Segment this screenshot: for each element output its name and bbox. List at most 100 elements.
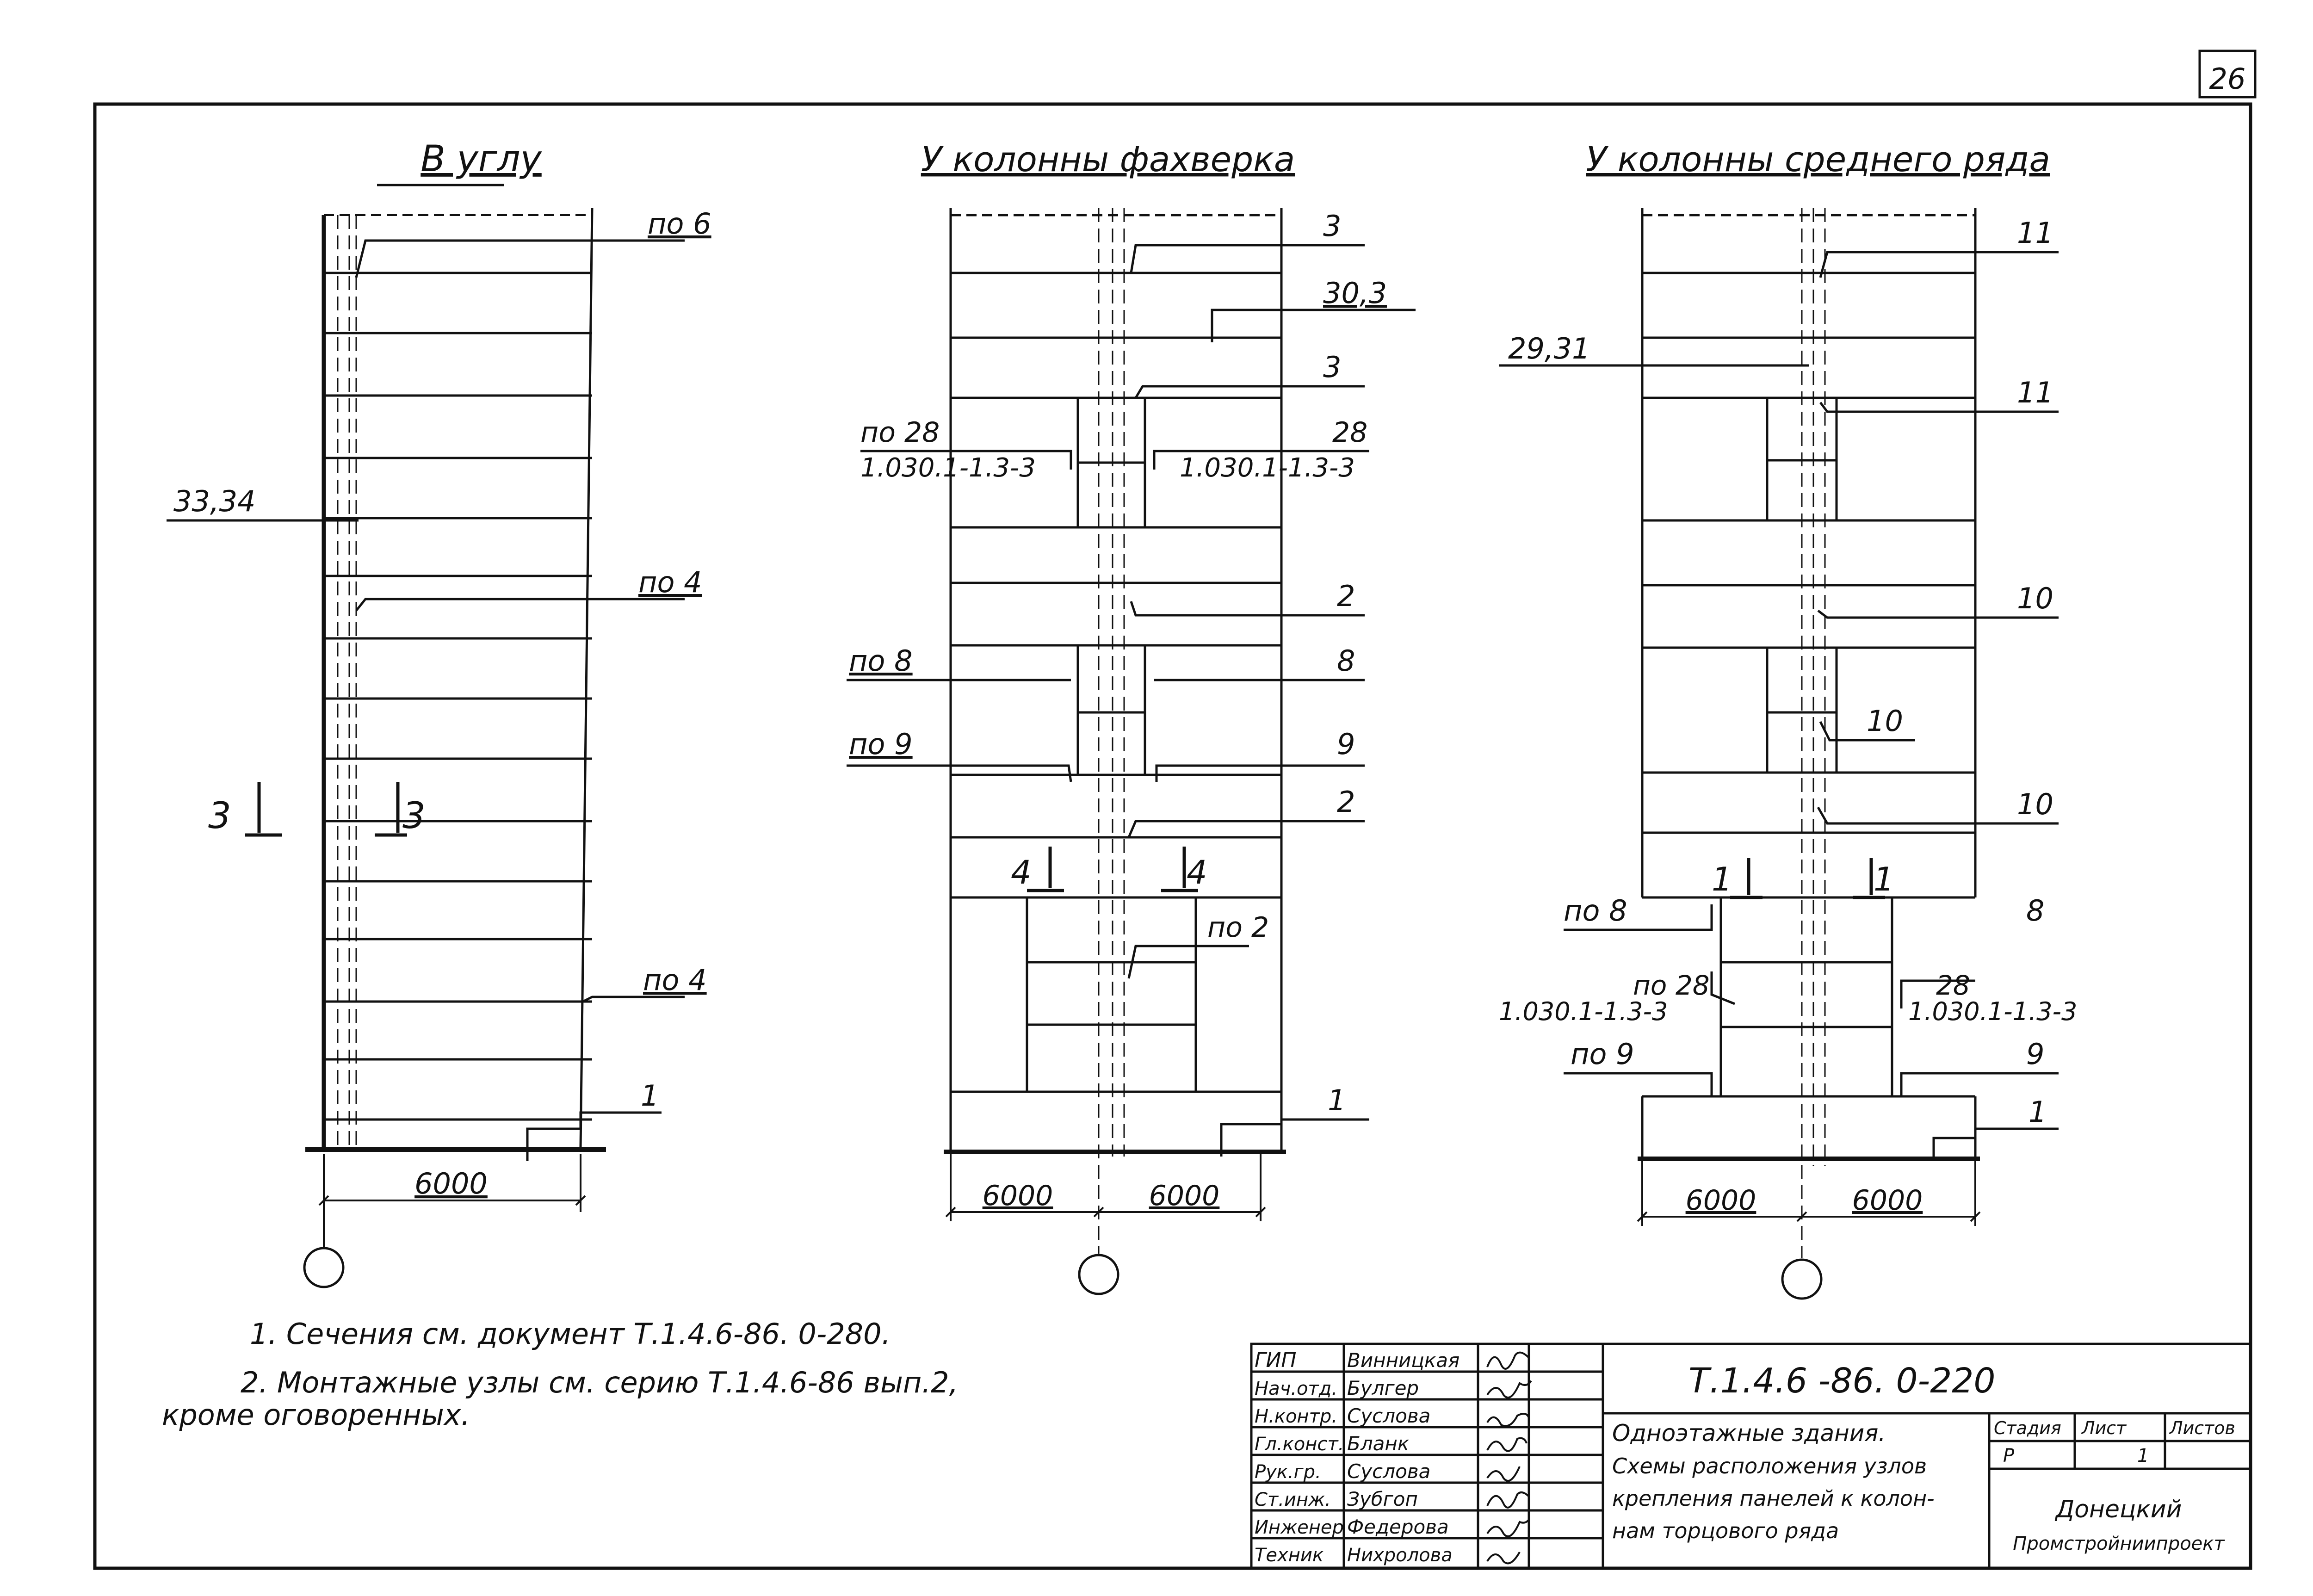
title-block-roles: ГИП Нач.отд. Н.контр. Гл.конст. Рук.гр. …: [1255, 1349, 1344, 1566]
frame-label-r7: 9: [1337, 727, 1355, 761]
title-block-grid: [1250, 1342, 2252, 1570]
corner-panel: В углу: [167, 138, 711, 1288]
corner-title: В углу: [421, 138, 542, 180]
frame-column-walls: [944, 208, 1286, 1154]
role-1: ГИП: [1255, 1349, 1297, 1372]
middle-label-l8-num: по 28: [1633, 970, 1710, 1001]
title-block: ГИП Нач.отд. Н.контр. Гл.конст. Рук.гр. …: [1250, 1342, 2252, 1570]
sheet-value: 1: [2137, 1445, 2149, 1466]
frame-column-axis: [1098, 208, 1125, 1254]
corner-label-left: 33,34: [173, 484, 256, 518]
middle-column-axis: [1801, 208, 1826, 1258]
frame-label-l4-num: по 28: [860, 416, 940, 449]
drawing-frame: [93, 102, 2252, 1570]
middle-section-right: 1: [1874, 860, 1894, 898]
frame-axis-marker: [1078, 1254, 1119, 1295]
name-7: Федерова: [1347, 1516, 1449, 1538]
middle-dimension: [1637, 1161, 1981, 1226]
middle-label-r10: 1: [2029, 1095, 2047, 1129]
frame-label-r6: 8: [1337, 644, 1355, 678]
middle-dimension-left: 6000: [1686, 1184, 1756, 1217]
middle-column-title: У колонны среднего ряда: [1586, 140, 2050, 179]
name-1: Винницкая: [1347, 1349, 1460, 1372]
role-5: Рук.гр.: [1255, 1461, 1321, 1483]
note-1: 1. Сечения см. документ Т.1.4.6-86. 0-28…: [250, 1317, 891, 1351]
middle-dimension-right: 6000: [1852, 1184, 1923, 1217]
corner-section-mark: [245, 782, 407, 837]
middle-label-r7: 8: [2026, 894, 2044, 928]
corner-label-low: по 4: [643, 963, 707, 997]
middle-label-l7: по 8: [1564, 894, 1627, 928]
middle-label-r8-num: 28: [1936, 970, 1970, 1001]
name-2: Булгер: [1347, 1377, 1419, 1399]
signatures: [1486, 1351, 1532, 1565]
frame-label-r5: 2: [1337, 579, 1355, 613]
description-line-4: нам торцового ряда: [1612, 1518, 1839, 1543]
frame-label-r3: 3: [1323, 350, 1341, 384]
sheets-label: Листов: [2169, 1418, 2235, 1438]
sheet-number: 26: [2209, 62, 2246, 96]
frame-column-title: У колонны фахверка: [921, 140, 1295, 179]
middle-label-r9: 9: [2026, 1037, 2044, 1071]
role-8: Техник: [1255, 1545, 1323, 1566]
stage-value: Р: [2003, 1445, 2015, 1466]
name-4: Бланк: [1347, 1432, 1410, 1455]
middle-label-r3: 11: [2017, 376, 2053, 409]
middle-label-l9: по 9: [1571, 1037, 1634, 1071]
stage-label: Стадия: [1994, 1418, 2061, 1438]
sheet-number-box: [2198, 49, 2257, 99]
middle-section-mark: [1730, 858, 1885, 899]
role-4: Гл.конст.: [1255, 1434, 1344, 1455]
name-3: Суслова: [1347, 1404, 1430, 1427]
organization-line-2: Промстройниипроект: [2013, 1533, 2225, 1554]
frame-label-r4-num: 28: [1332, 416, 1367, 449]
organization-line-1: Донецкий: [2055, 1496, 2182, 1523]
description-line-1: Одноэтажные здания.: [1612, 1420, 1886, 1447]
role-2: Нач.отд.: [1255, 1378, 1337, 1399]
middle-label-r4: 10: [2017, 581, 2053, 615]
corner-leaders: [167, 239, 685, 1161]
frame-section-left: 4: [1011, 854, 1032, 891]
frame-label-r9: по 2: [1207, 911, 1269, 944]
frame-dimension-left: 6000: [983, 1180, 1053, 1212]
note-2: 2. Монтажные узлы см. серию Т.1.4.6-86 в…: [241, 1366, 958, 1399]
frame-label-r8: 2: [1337, 785, 1355, 819]
corner-panel-right-edge: [579, 208, 594, 1148]
middle-section-left: 1: [1712, 860, 1732, 898]
middle-label-l8-code: 1.030.1-1.3-3: [1499, 997, 1668, 1026]
name-5: Суслова: [1347, 1460, 1430, 1483]
frame-label-l7: по 9: [849, 727, 913, 761]
frame-label-r1: 3: [1323, 209, 1341, 243]
frame-section-right: 4: [1187, 854, 1207, 891]
frame-label-l4-code: 1.030.1-1.3-3: [860, 453, 1036, 483]
frame-dimension: [945, 1154, 1266, 1221]
frame-label-r10: 1: [1328, 1083, 1346, 1117]
description-line-2: Схемы расположения узлов: [1612, 1454, 1927, 1478]
corner-panel-joints: [305, 272, 606, 1152]
middle-column-leaders: [1499, 251, 2059, 1159]
frame-dimension-right: 6000: [1149, 1180, 1220, 1212]
note-2-continued: кроме оговоренных.: [162, 1398, 470, 1432]
frame-label-l6: по 8: [849, 644, 913, 678]
corner-section-left: 3: [208, 795, 231, 837]
corner-dimension: [318, 1154, 586, 1249]
middle-axis-marker: [1781, 1258, 1823, 1300]
corner-axis-marker: [303, 1247, 345, 1288]
document-code: Т.1.4.6 -86. 0-220: [1688, 1361, 1995, 1401]
middle-label-r8-code: 1.030.1-1.3-3: [1908, 997, 2077, 1026]
frame-label-r4-code: 1.030.1-1.3-3: [1180, 453, 1355, 483]
corner-dimension-label: 6000: [414, 1167, 488, 1200]
frame-section-mark: [1027, 847, 1198, 892]
description-line-3: крепления панелей к колон-: [1612, 1486, 1935, 1511]
corner-label-mid: по 4: [638, 565, 702, 599]
middle-column-walls: [1638, 208, 1980, 1161]
middle-label-l2: 29,31: [1508, 332, 1590, 365]
middle-label-c5: 10: [1867, 704, 1903, 738]
name-8: Нихролова: [1347, 1545, 1453, 1566]
middle-column-panel: У колонны среднего ряда: [1499, 140, 2077, 1300]
frame-column-leaders: [847, 244, 1416, 1157]
notes: 1. Сечения см. документ Т.1.4.6-86. 0-28…: [162, 1317, 958, 1432]
corner-section-right: 3: [402, 795, 426, 837]
sheet-label: Лист: [2081, 1418, 2127, 1438]
role-6: Ст.инж.: [1255, 1489, 1331, 1510]
